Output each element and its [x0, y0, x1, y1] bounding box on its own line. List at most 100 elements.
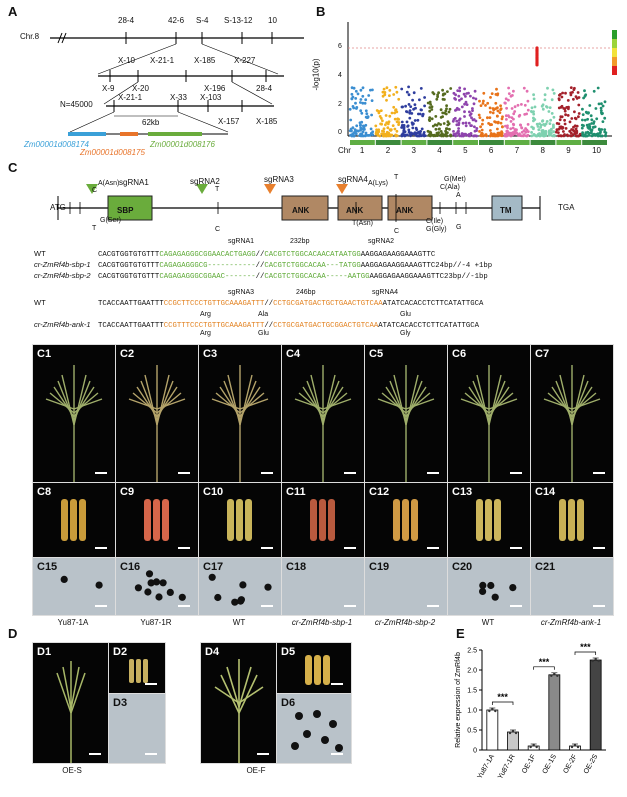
snp-point — [563, 118, 566, 122]
snp-point — [354, 97, 358, 100]
snp-point — [507, 92, 511, 95]
marker-label: X-185 — [194, 56, 216, 65]
snp-point — [403, 133, 407, 137]
significance-label: *** — [497, 692, 508, 702]
snp-point — [494, 101, 498, 105]
y-axis-label: Relative expression of ZmRf4b — [455, 652, 462, 748]
replicate-point — [511, 729, 515, 733]
snp-point — [504, 124, 507, 128]
snp-point — [449, 133, 452, 137]
snp-point — [468, 110, 471, 114]
snp-point — [406, 133, 409, 137]
snp-point — [419, 130, 422, 133]
photo-tile: D5 — [276, 642, 352, 694]
snp-point — [581, 118, 584, 122]
y-tick: 0 — [338, 129, 342, 136]
snp-point — [480, 131, 484, 135]
replicate-point — [591, 659, 594, 663]
snp-label: C — [215, 226, 221, 233]
gene-label: Zm00001d008175 — [80, 148, 145, 157]
fine-mapping-diagram — [50, 32, 304, 136]
snp-point — [530, 125, 534, 129]
snp-point — [445, 127, 449, 130]
snp-point — [446, 123, 450, 127]
y-tick-label: 1.5 — [467, 688, 477, 695]
snp-point — [504, 114, 508, 118]
snp-point — [439, 108, 443, 112]
snp-point — [599, 109, 603, 112]
snp-point — [397, 123, 400, 126]
snp-point — [385, 98, 388, 102]
snp-point — [361, 94, 365, 98]
snp-point — [460, 105, 464, 109]
snp-point — [388, 89, 392, 92]
snp-point — [513, 105, 517, 109]
snp-point — [557, 122, 561, 126]
marker-label: 28-4 — [256, 84, 273, 93]
snp-point — [429, 103, 432, 106]
x-tick-label: OE-2S — [583, 753, 600, 775]
snp-point — [457, 127, 460, 130]
sgrna-label: sgRNA1 — [119, 178, 149, 187]
snp-point — [454, 134, 458, 138]
snp-point — [412, 91, 416, 95]
snp-point — [475, 129, 478, 132]
snp-point — [423, 96, 426, 99]
snp-point — [359, 101, 362, 104]
snp-point — [601, 120, 605, 123]
snp-point — [420, 127, 424, 131]
snp-point — [586, 111, 590, 115]
microscopy-tile: C17 — [198, 557, 282, 616]
snp-point — [559, 105, 563, 109]
snp-point — [422, 131, 426, 134]
bar — [589, 659, 602, 751]
snp-point — [471, 109, 474, 112]
snp-point — [441, 97, 445, 101]
microscopy-tile: D3 — [108, 693, 166, 764]
significance-bracket — [574, 651, 597, 655]
snp-point — [444, 134, 448, 138]
snp-point — [564, 127, 568, 130]
snp-point — [509, 94, 513, 98]
snp-point — [532, 97, 536, 101]
snp-label: T(Asn) — [352, 220, 373, 227]
snp-point — [364, 123, 368, 127]
snp-point — [572, 125, 575, 129]
snp-point — [384, 123, 387, 127]
replicate-point — [532, 743, 535, 747]
snp-point — [410, 121, 414, 125]
marker-label: X-9 — [102, 84, 115, 93]
domain-label: ANK — [346, 206, 364, 215]
snp-point — [348, 107, 352, 111]
snp-point — [518, 132, 521, 136]
snp-point — [426, 101, 430, 105]
snp-point — [581, 113, 585, 116]
chromosome-tick: 9 — [566, 146, 571, 155]
snp-point — [597, 128, 601, 131]
snp-point — [507, 98, 510, 102]
snp-point — [489, 134, 492, 138]
x-axis-label: Chr — [338, 146, 351, 155]
snp-point — [403, 130, 407, 134]
snp-point — [411, 126, 415, 130]
snp-point — [566, 99, 570, 102]
alignment-header: 246bp — [296, 289, 316, 296]
snp-point — [385, 130, 389, 134]
snp-point — [496, 109, 500, 113]
snp-point — [539, 134, 542, 138]
photo-tile: C12 — [364, 482, 448, 558]
panel-b-label: B — [316, 4, 326, 19]
significance-bracket — [533, 666, 555, 670]
snp-point — [457, 94, 461, 98]
snp-point — [478, 116, 482, 119]
snp-point — [472, 96, 475, 100]
snp-point — [400, 120, 404, 124]
microscopy-tile: C18 — [281, 557, 365, 616]
density-strip — [427, 140, 453, 145]
snp-point — [469, 132, 473, 136]
snp-point — [577, 96, 581, 99]
snp-point — [577, 112, 581, 115]
